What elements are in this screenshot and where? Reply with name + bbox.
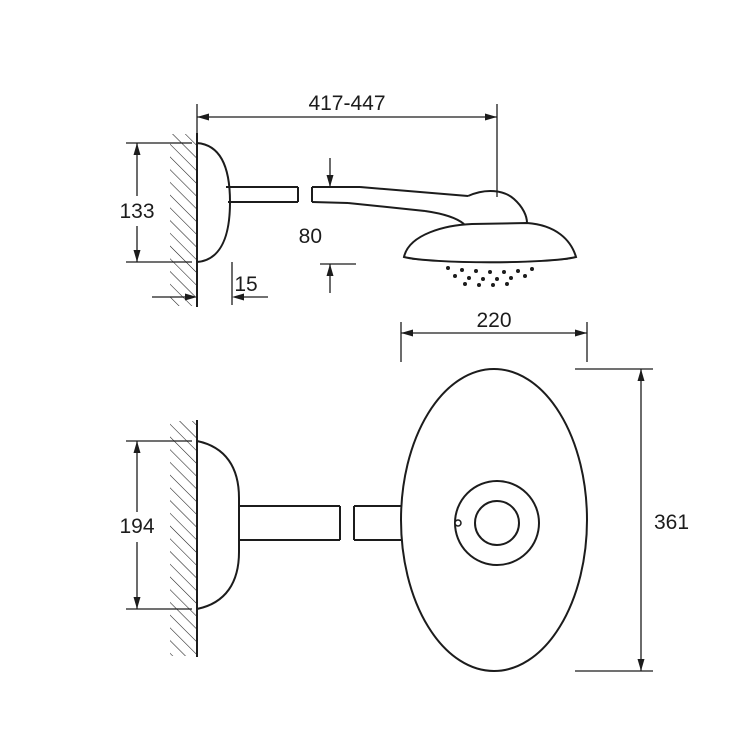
dimension-escutcheon-height: 133 — [119, 142, 192, 263]
pivot-underside — [424, 210, 465, 225]
arm-top-slope — [359, 186, 469, 197]
dimension-head-length: 361 — [575, 368, 689, 672]
shower-head-rim — [411, 258, 569, 264]
dim-label-escutcheon-depth: 15 — [234, 273, 257, 296]
dimension-head-width: 220 — [400, 309, 588, 362]
dim-label-head-width: 220 — [476, 309, 511, 332]
escutcheon-side — [196, 141, 232, 264]
pivot-joint-side — [467, 190, 528, 224]
spray-nozzles — [446, 266, 534, 287]
dim-label-head-offset: 80 — [299, 225, 322, 248]
dimension-escutcheon-depth: 15 — [152, 262, 268, 305]
dimension-escutcheon-diameter: 194 — [119, 440, 192, 610]
escutcheon-front — [196, 439, 240, 611]
side-view: 417-447 133 80 15 — [119, 92, 578, 307]
dim-label-escutcheon-diameter: 194 — [119, 515, 154, 538]
dim-label-reach: 417-447 — [308, 92, 385, 115]
front-view: 220 194 361 — [119, 309, 689, 672]
arm-bottom-slope — [347, 202, 426, 212]
dimension-reach: 417-447 — [196, 92, 498, 197]
dimension-head-offset: 80 — [299, 158, 356, 293]
arm-screw — [454, 519, 462, 527]
ball-joint-inner — [474, 500, 520, 546]
shower-head-side — [402, 221, 578, 264]
dim-label-head-length: 361 — [654, 511, 689, 534]
wall-hatch-side — [170, 134, 197, 306]
wall-hatch-front — [170, 421, 197, 656]
dim-label-escutcheon-height: 133 — [119, 200, 154, 223]
arm-bottom-edge-2 — [311, 201, 349, 204]
